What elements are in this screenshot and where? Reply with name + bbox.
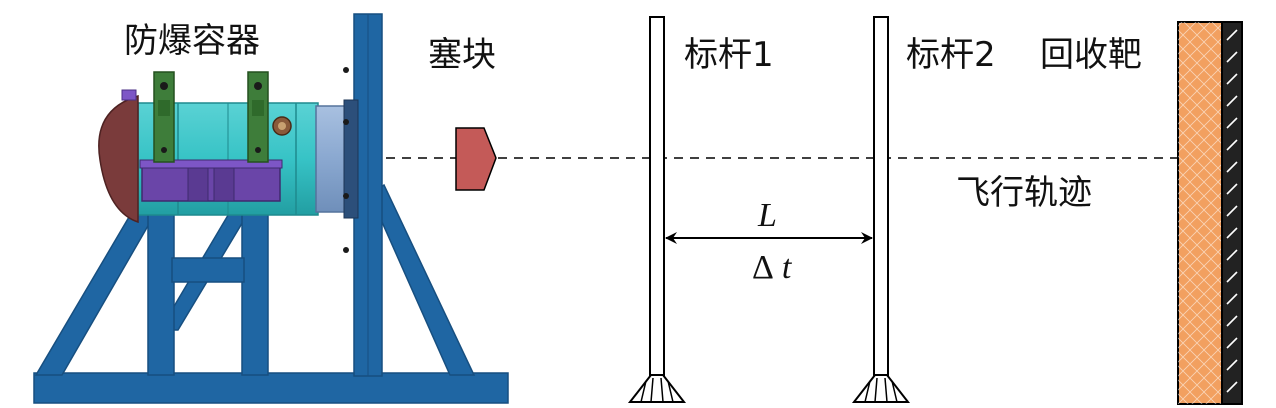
lifting-lug-right	[247, 71, 269, 163]
target-backing-mark	[1226, 95, 1238, 107]
target-backing-mark	[1226, 51, 1238, 63]
plug-projectile-icon	[455, 127, 497, 191]
label-container: 防爆容器	[124, 21, 260, 61]
frame-right-diagonal	[369, 183, 476, 376]
target-backing-mark	[1226, 315, 1238, 327]
recovery-target-icon	[1177, 21, 1243, 405]
target-backing	[1221, 21, 1243, 405]
label-distance: L	[757, 197, 777, 234]
lifting-lug-left	[153, 71, 175, 163]
label-pole-2: 标杆2	[906, 35, 996, 75]
target-backing-mark	[1226, 381, 1238, 393]
target-backing-mark	[1226, 139, 1238, 151]
frame-base-beam	[33, 372, 509, 404]
delta-symbol: Δ	[752, 249, 774, 286]
label-plug: 塞块	[428, 35, 496, 75]
target-backing-mark	[1226, 249, 1238, 261]
label-trajectory: 飞行轨迹	[956, 173, 1092, 213]
label-target: 回收靶	[1040, 35, 1142, 75]
target-backing-mark	[1226, 293, 1238, 305]
target-backing-mark	[1226, 271, 1238, 283]
target-backing-mark	[1226, 161, 1238, 173]
target-backing-mark	[1226, 227, 1238, 239]
time-symbol: t	[782, 249, 793, 286]
pole-2-shaft	[873, 16, 889, 376]
frame-cross-brace	[171, 257, 245, 283]
target-backing-mark	[1226, 359, 1238, 371]
frame-leg-right	[241, 189, 269, 376]
explosion-proof-vessel-icon	[33, 13, 509, 404]
pole-2	[851, 16, 911, 403]
dome-clip	[121, 89, 137, 101]
frame-left-diagonal	[34, 193, 162, 376]
target-backing-mark	[1226, 73, 1238, 85]
label-pole-1: 标杆1	[684, 35, 774, 75]
target-backing-mark	[1226, 183, 1238, 195]
frame-leg-left	[147, 189, 175, 376]
pole-1-base	[627, 374, 687, 403]
pole-1	[627, 16, 687, 403]
target-backing-mark	[1226, 205, 1238, 217]
pole-1-shaft	[649, 16, 665, 376]
vessel-dome	[98, 94, 139, 224]
pole-2-base	[851, 374, 911, 403]
target-backing-mark	[1226, 29, 1238, 41]
target-backing-mark	[1226, 117, 1238, 129]
vessel-saddle	[141, 162, 281, 202]
target-backing-mark	[1226, 337, 1238, 349]
